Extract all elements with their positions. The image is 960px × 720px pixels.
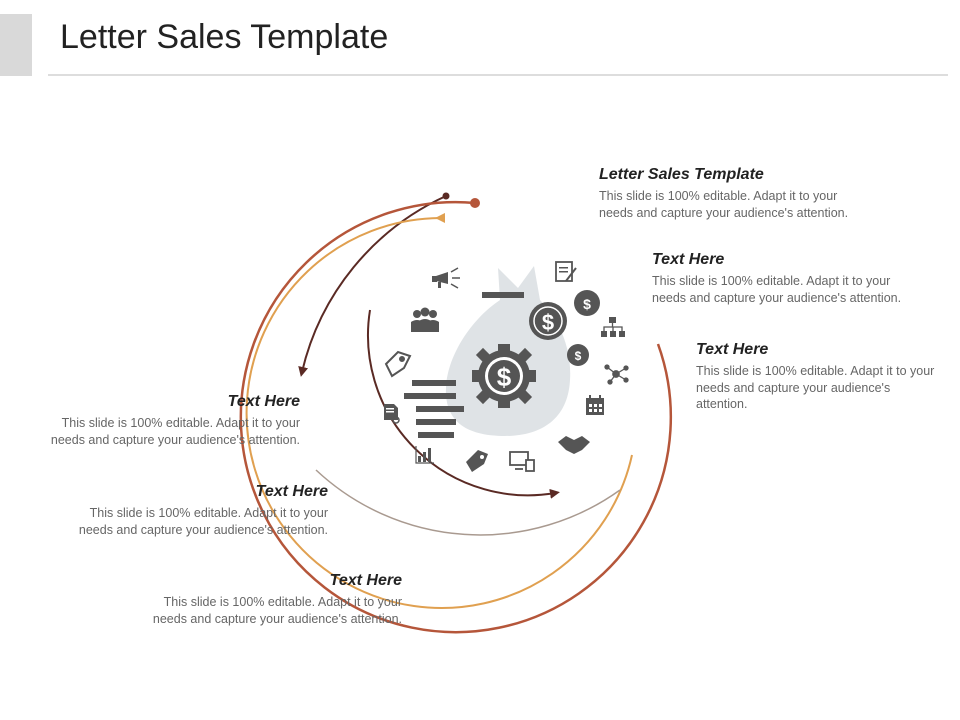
- block-heading: Text Here: [696, 341, 769, 358]
- outer-dark-arc: [298, 192, 450, 377]
- text-block-left-1: Text Here This slide is 100% editable. A…: [40, 393, 300, 448]
- block-body: This slide is 100% editable. Adapt it to…: [696, 364, 935, 411]
- block-heading: Text Here: [329, 572, 402, 589]
- text-block-left-3: Text Here This slide is 100% editable. A…: [142, 572, 402, 627]
- dollar-coin-small-icon: $: [574, 290, 600, 316]
- tag-icon: [466, 450, 488, 472]
- block-body: This slide is 100% editable. Adapt it to…: [152, 595, 402, 626]
- svg-text:$: $: [542, 310, 554, 335]
- calendar-icon: [586, 395, 604, 415]
- block-heading: Text Here: [255, 483, 328, 500]
- title-side-tab: [0, 14, 32, 76]
- orange-arc: [245, 212, 633, 609]
- block-heading: Text Here: [652, 251, 725, 268]
- rust-arc: [239, 198, 673, 634]
- gray-arc: [315, 469, 621, 536]
- text-block-right-1: Text Here This slide is 100% editable. A…: [652, 251, 912, 306]
- bar-chart-icon: [415, 446, 434, 464]
- block-body: This slide is 100% editable. Adapt it to…: [652, 274, 902, 305]
- svg-text:$: $: [497, 362, 512, 392]
- svg-text:$: $: [583, 296, 591, 312]
- org-chart-icon: [601, 317, 625, 337]
- dollar-coin-small-icon: $: [567, 344, 589, 366]
- speed-lines-icon: [404, 292, 524, 438]
- devices-icon: [509, 451, 535, 472]
- block-heading: Text Here: [227, 393, 300, 410]
- dollar-gear-icon: $: [472, 344, 536, 408]
- price-tag-icon: [384, 350, 412, 378]
- block-body: This slide is 100% editable. Adapt it to…: [78, 506, 328, 537]
- svg-text:$: $: [575, 349, 582, 363]
- megaphone-icon: [432, 267, 460, 289]
- network-icon: [604, 364, 629, 385]
- text-block-main: Letter Sales Template This slide is 100%…: [599, 166, 859, 221]
- text-block-right-2: Text Here This slide is 100% editable. A…: [696, 341, 936, 413]
- block-body: This slide is 100% editable. Adapt it to…: [599, 189, 849, 220]
- block-heading: Letter Sales Template: [599, 166, 764, 183]
- text-block-left-2: Text Here This slide is 100% editable. A…: [68, 483, 328, 538]
- notepad-icon: [555, 261, 577, 282]
- document-search-icon: [384, 404, 400, 424]
- people-icon: [411, 307, 439, 332]
- block-body: This slide is 100% editable. Adapt it to…: [50, 416, 300, 447]
- dollar-coin-icon: $: [529, 302, 567, 340]
- title-divider: [48, 74, 948, 76]
- handshake-icon: [558, 436, 590, 454]
- page-title: Letter Sales Template: [60, 18, 389, 56]
